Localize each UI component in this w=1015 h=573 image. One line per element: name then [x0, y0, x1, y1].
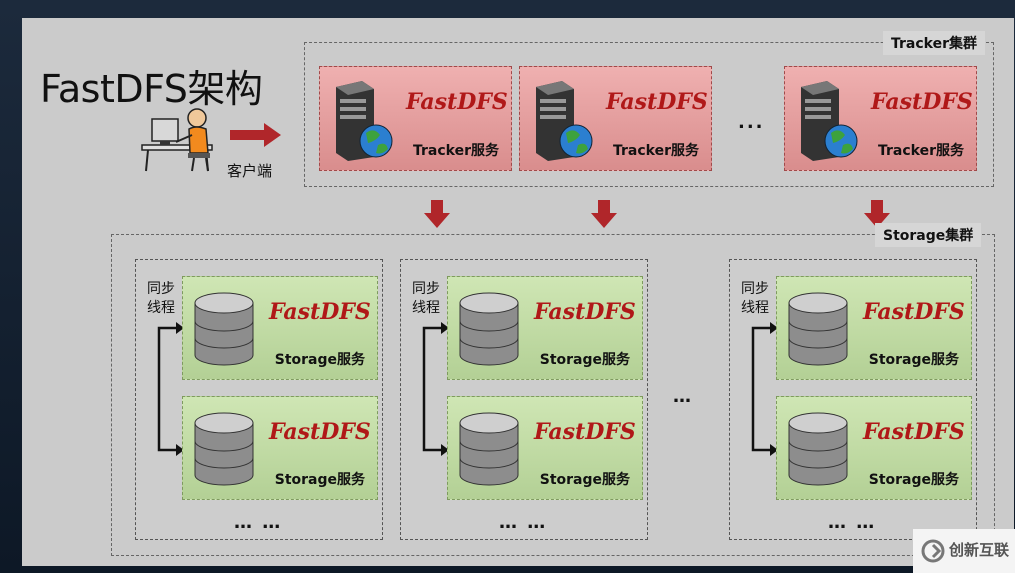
storage-cluster [111, 234, 995, 556]
storage-service-label: Storage服务 [868, 352, 959, 368]
tracker-service-label: Tracker服务 [878, 143, 964, 159]
tracker-node-1: FastDFS Tracker服务 [319, 66, 512, 171]
storage-service-label: Storage服务 [274, 472, 365, 488]
client-label: 客户端 [227, 162, 273, 180]
tracker-cluster [304, 42, 994, 187]
sync-bracket-arrows [422, 322, 449, 456]
storage-node: FastDFS Storage服务 [776, 396, 972, 500]
storage-cluster-label: Storage集群 [875, 223, 982, 247]
fastdfs-brand-label: FastDFS [269, 419, 371, 445]
sync-thread-label: 同步 线程 [412, 281, 440, 316]
fastdfs-brand-label: FastDFS [606, 89, 708, 115]
storage-service-label: Storage服务 [539, 352, 630, 368]
down-arrow-icon [424, 200, 450, 228]
sync-thread-label: 同步 线程 [147, 281, 175, 316]
storage-node: FastDFS Storage服务 [447, 276, 643, 380]
disk-stack-icon [459, 292, 519, 366]
disk-stack-icon [788, 292, 848, 366]
tracker-service-label: Tracker服务 [413, 143, 499, 159]
sync-bracket-arrows [157, 322, 184, 456]
watermark-text: 创新互联 [949, 541, 1010, 559]
down-arrow-icon [591, 200, 617, 228]
storage-node: FastDFS Storage服务 [182, 396, 378, 500]
watermark: 创新互联 [913, 529, 1015, 573]
fastdfs-brand-label: FastDFS [406, 89, 508, 115]
client-to-tracker-arrow [230, 123, 281, 147]
page-title: FastDFS架构 [40, 67, 263, 111]
group-ellipsis: … … [234, 512, 283, 533]
watermark-logo-icon [921, 539, 945, 563]
storage-group-1: 同步 线程 FastDFS Storage服务 F [135, 259, 383, 540]
storage-node: FastDFS Storage服务 [447, 396, 643, 500]
sync-bracket-arrows [751, 322, 778, 456]
sync-thread-label: 同步 线程 [741, 281, 769, 316]
down-arrow-icon [864, 200, 890, 228]
fastdfs-brand-label: FastDFS [863, 299, 965, 325]
storage-node: FastDFS Storage服务 [776, 276, 972, 380]
storage-group-ellipsis: … [673, 386, 693, 407]
server-globe-icon [801, 81, 858, 161]
disk-stack-icon [788, 412, 848, 486]
storage-node: FastDFS Storage服务 [182, 276, 378, 380]
disk-stack-icon [194, 292, 254, 366]
tracker-cluster-label: Tracker集群 [883, 31, 985, 55]
server-globe-icon [336, 81, 393, 161]
fastdfs-brand-label: FastDFS [269, 299, 371, 325]
tracker-service-label: Tracker服务 [613, 143, 699, 159]
storage-group-3: 同步 线程 FastDFS Storage服务 F [729, 259, 977, 540]
server-globe-icon [536, 81, 593, 161]
fastdfs-brand-label: FastDFS [534, 299, 636, 325]
tracker-ellipsis: ... [738, 112, 765, 133]
tracker-node-2: FastDFS Tracker服务 [519, 66, 712, 171]
storage-group-2: 同步 线程 FastDFS Storage服务 F [400, 259, 648, 540]
client-person-icon [141, 108, 213, 172]
storage-service-label: Storage服务 [274, 352, 365, 368]
fastdfs-brand-label: FastDFS [871, 89, 973, 115]
group-ellipsis: … … [828, 512, 877, 533]
fastdfs-brand-label: FastDFS [534, 419, 636, 445]
disk-stack-icon [194, 412, 254, 486]
group-ellipsis: … … [499, 512, 548, 533]
storage-service-label: Storage服务 [868, 472, 959, 488]
storage-service-label: Storage服务 [539, 472, 630, 488]
disk-stack-icon [459, 412, 519, 486]
fastdfs-brand-label: FastDFS [863, 419, 965, 445]
tracker-node-3: FastDFS Tracker服务 [784, 66, 977, 171]
